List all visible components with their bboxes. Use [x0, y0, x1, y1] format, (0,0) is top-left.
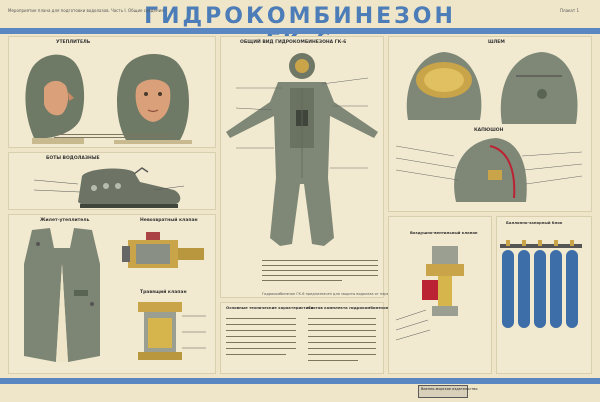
label-hood: УТЕПЛИТЕЛЬ	[56, 40, 91, 45]
label-vest: Жилет-утеплитель	[40, 218, 90, 223]
publisher-stamp: Военно-морское издательство	[418, 385, 478, 398]
label-boot: БОТЫ ВОДОЛАЗНЫЕ	[46, 156, 100, 161]
label-valve: Невозвратный клапан	[140, 218, 198, 223]
check-valve-illustration	[138, 302, 206, 360]
helmet-illustration	[395, 52, 583, 202]
top-band	[0, 28, 600, 34]
hood-heads-illustration	[25, 54, 192, 144]
bottom-band	[0, 378, 600, 384]
label-check-valve: Травящий клапан	[140, 290, 187, 295]
bottle-assembly-illustration	[500, 240, 582, 328]
description-lines	[262, 260, 378, 281]
vest-illustration	[24, 228, 100, 362]
specs-lines	[226, 318, 376, 361]
label-general-view: ОБЩИЙ ВИД ГИДРОКОМБИНЕЗОНА ГК-6	[240, 40, 347, 45]
bottle-valve-illustration	[395, 246, 464, 341]
header-note: Мероприятие плана для подготовки водолаз…	[8, 8, 165, 13]
label-helmet: ШЛЕМ	[488, 40, 505, 45]
panel-specs	[220, 302, 384, 374]
label-hood-section: КАПЮШОН	[474, 128, 504, 133]
suit-illustration	[226, 53, 378, 246]
label-bottle-valve: Воздушно-вентильный клапан	[410, 230, 478, 235]
header-note-right: Плакат 1	[560, 8, 580, 13]
label-bottle-assembly: Баллонно-запорный блок	[506, 220, 563, 225]
boot-illustration	[33, 167, 185, 208]
valve-illustration	[122, 232, 204, 268]
label-specs: Основные технические характеристики	[226, 305, 314, 310]
suit-description: Гидрокомбинезон ГК-6 предназначен для за…	[262, 292, 489, 296]
label-contents: Состав комплекта гидрокомбинезона	[308, 305, 391, 310]
